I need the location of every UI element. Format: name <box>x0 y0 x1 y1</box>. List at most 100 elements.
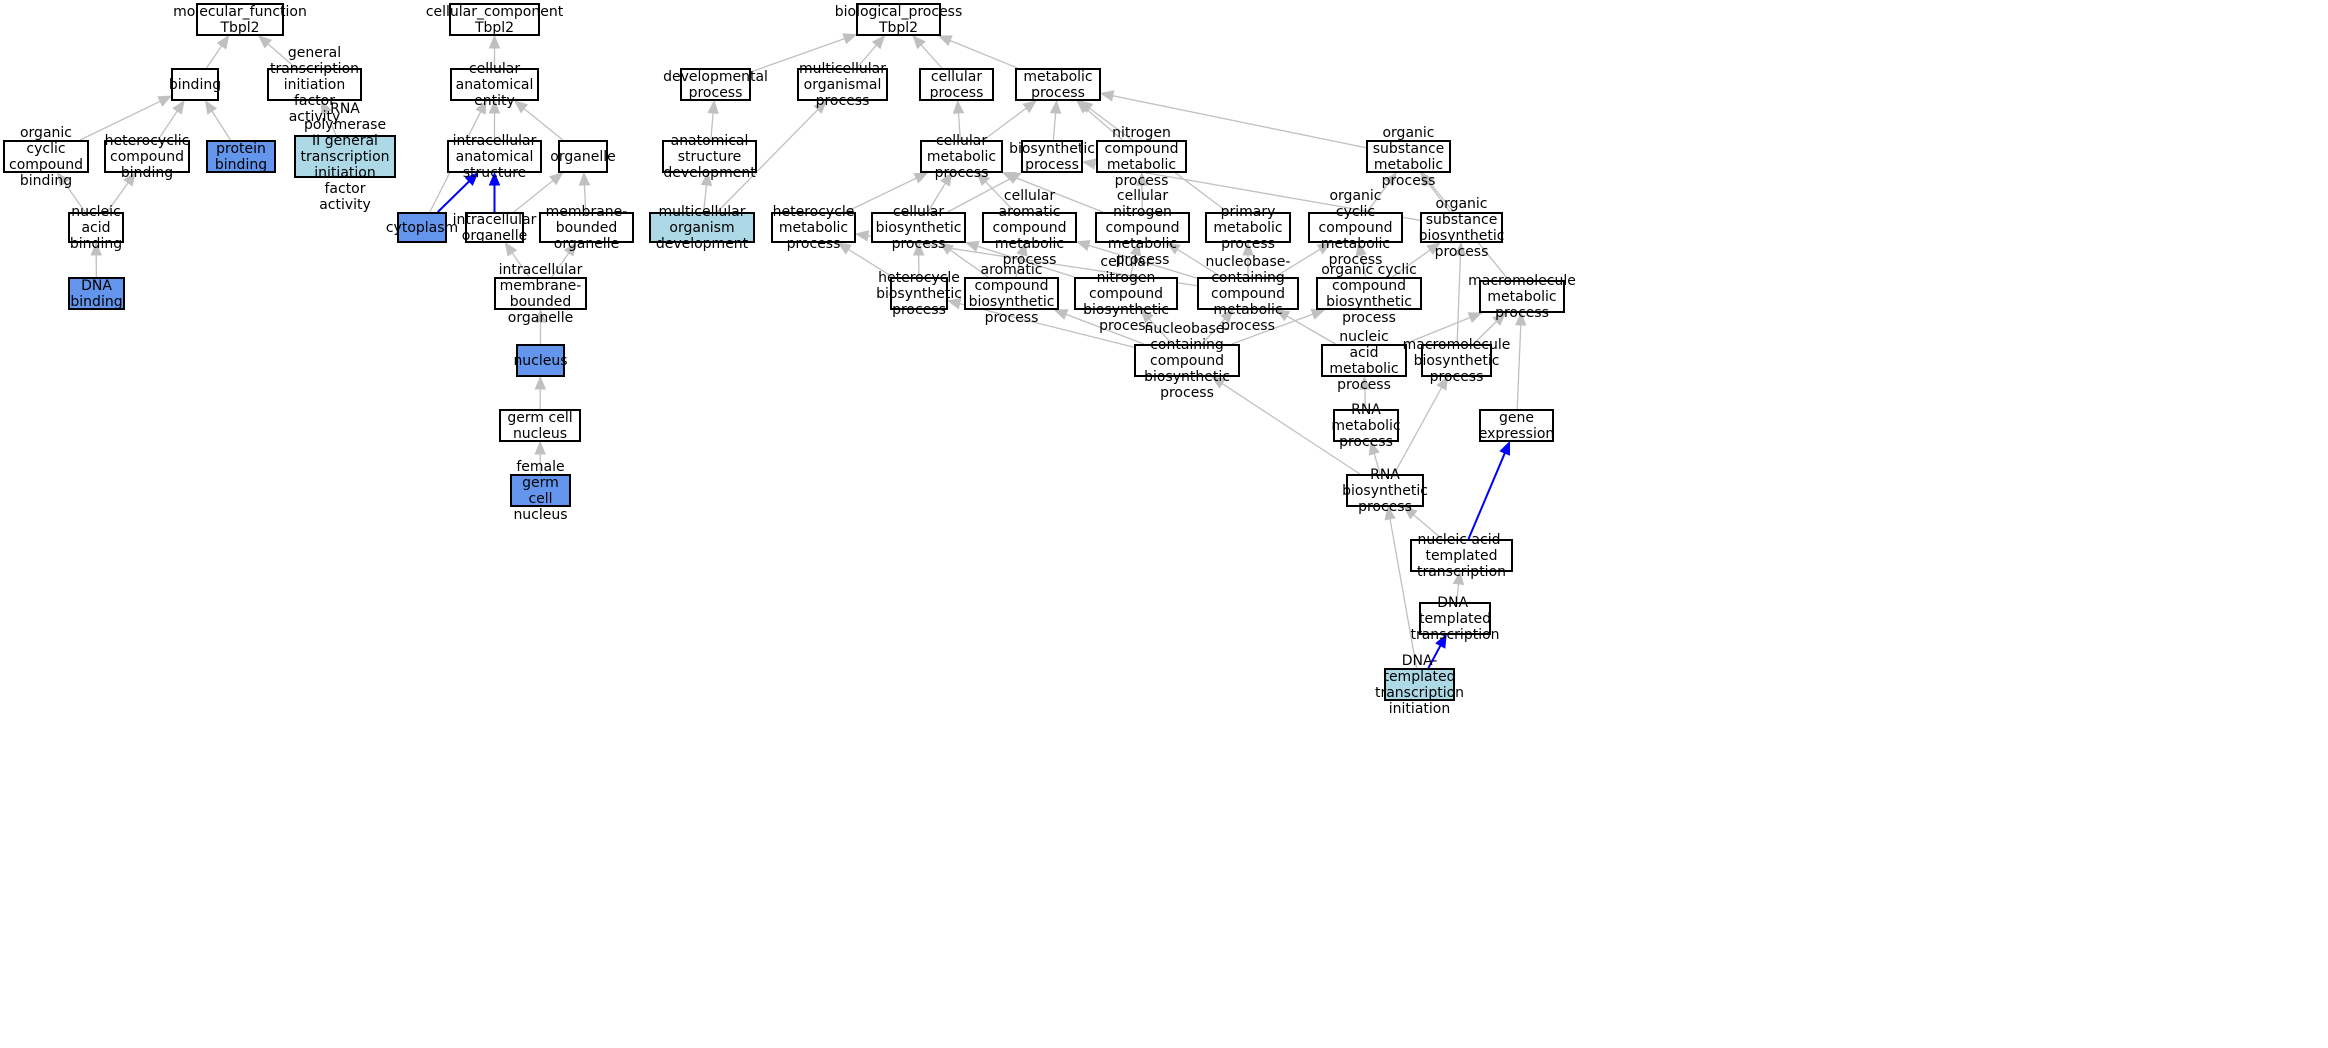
node-organic-cyclic-compound-biosynthetic-process[interactable]: organic cyclic compound biosynthetic pro… <box>1316 262 1422 326</box>
edge-line <box>959 303 1135 348</box>
edge-nucleic-acid-binding-to-heterocyclic-compound-binding <box>106 171 136 213</box>
edge-dna-templated-transcription-initiation-to-dna-templated-transcription <box>1427 633 1447 669</box>
edge-nucleobase-containing-compound-biosynthetic-process-to-aromatic-compound-biosynthetic-process <box>1053 309 1145 345</box>
edge-cytoplasm-to-intracellular-anatomical-structure <box>437 172 479 213</box>
node-organic-cyclic-compound-metabolic-process[interactable]: organic cyclic compound metabolic proces… <box>1308 188 1403 268</box>
edge-heterocycle-biosynthetic-process-to-heterocycle-metabolic-process <box>837 242 893 278</box>
node-intracellular-membrane-bounded-organelle[interactable]: intracellular membrane-bounded organelle <box>494 262 587 326</box>
edge-aromatic-compound-biosynthetic-process-to-cellular-aromatic-compound-metabolic-process <box>1015 241 1028 278</box>
edge-arrowhead <box>513 100 529 114</box>
edge-arrowhead <box>1049 99 1062 114</box>
edge-cellular-nitrogen-compound-metabolic-process-to-cellular-metabolic-process <box>1001 171 1104 213</box>
node-macromolecule-biosynthetic-process[interactable]: macromolecule biosynthetic process <box>1402 336 1511 385</box>
node-molecular-function[interactable]: molecular_function Tbpl2 <box>173 3 307 36</box>
edge-developmental-process-to-biological-process <box>750 33 858 73</box>
node-macromolecule-metabolic-process[interactable]: macromolecule metabolic process <box>1468 272 1576 321</box>
node-cellular-metabolic-process[interactable]: cellular metabolic process <box>920 133 1003 181</box>
node-heterocycle-metabolic-process[interactable]: heterocycle metabolic process <box>771 203 856 252</box>
node-metabolic-process[interactable]: metabolic process <box>1015 68 1101 101</box>
node-rna-polymerase-ii-gtif-activity[interactable]: RNA polymerase II general transcription … <box>294 101 396 213</box>
node-intracellular-organelle[interactable]: intracellular organelle <box>452 211 537 244</box>
node-nucleic-acid-templated-transcription[interactable]: nucleic acid-templated transcription <box>1410 532 1513 580</box>
edge-macromolecule-biosynthetic-process-to-organic-substance-biosynthetic-process <box>1454 241 1467 345</box>
edge-line <box>1404 316 1471 345</box>
node-multicellular-organismal-process[interactable]: multicellular organismal process <box>797 61 888 109</box>
node-dna-binding[interactable]: DNA binding <box>68 277 125 310</box>
node-cellular-component[interactable]: cellular_component Tbpl2 <box>425 3 564 36</box>
node-rna-biosynthetic-process[interactable]: RNA biosynthetic process <box>1342 466 1428 515</box>
node-nucleic-acid-binding[interactable]: nucleic acid binding <box>68 204 124 252</box>
node-general-transcription-initiation-factor-activity[interactable]: general transcription initiation factor … <box>267 45 362 125</box>
node-nucleus[interactable]: nucleus <box>513 344 568 377</box>
node-membrane-bounded-organelle[interactable]: membrane-bounded organelle <box>539 204 634 252</box>
node-aromatic-compound-biosynthetic-process[interactable]: aromatic compound biosynthetic process <box>964 262 1059 326</box>
edge-line <box>211 110 232 141</box>
edge-line <box>1360 254 1367 278</box>
node-biological-process[interactable]: biological_process Tbpl2 <box>834 3 963 36</box>
edge-line <box>157 110 178 141</box>
edge-rna-polymerase-ii-gtif-activity-to-general-transcription-initiation-factor-activity <box>320 99 337 136</box>
edge-cellular-metabolic-process-to-metabolic-process <box>983 100 1037 141</box>
edge-organic-cyclic-compound-biosynthetic-process-to-organic-substance-biosynthetic-process <box>1391 242 1441 278</box>
node-cellular-process[interactable]: cellular process <box>919 68 994 101</box>
edge-nucleus-to-intracellular-membrane-bounded-organelle <box>534 308 547 344</box>
edge-line <box>63 182 86 213</box>
edge-line <box>1085 108 1123 141</box>
node-cellular-aromatic-compound-metabolic-process[interactable]: cellular aromatic compound metabolic pro… <box>982 188 1077 268</box>
edge-multicellular-organismal-process-to-biological-process <box>856 35 886 69</box>
node-cellular-nitrogen-compound-biosynthetic-process[interactable]: cellular nitrogen compound biosynthetic … <box>1074 254 1178 334</box>
edge-arrowhead <box>1140 309 1154 324</box>
edge-arrowhead <box>912 35 926 50</box>
edge-multicellular-organism-development-to-anatomical-structure-development <box>700 171 713 213</box>
node-cellular-nitrogen-compound-metabolic-process[interactable]: cellular nitrogen compound metabolic pro… <box>1095 188 1190 268</box>
node-cellular-anatomical-entity[interactable]: cellular anatomical entity <box>450 61 539 109</box>
edge-line <box>1373 453 1381 475</box>
node-nitrogen-compound-metabolic-process[interactable]: nitrogen compound metabolic process <box>1096 125 1187 189</box>
node-organic-substance-biosynthetic-process[interactable]: organic substance biosynthetic process <box>1418 195 1505 260</box>
node-germ-cell-nucleus[interactable]: germ cell nucleus <box>499 409 581 442</box>
node-binding[interactable]: binding <box>169 68 221 101</box>
edge-cellular-biosynthetic-process-to-cellular-metabolic-process <box>927 171 953 213</box>
edge-arrowhead <box>1403 506 1418 520</box>
node-female-germ-cell-nucleus[interactable]: female germ cell nucleus <box>510 459 571 523</box>
node-organic-cyclic-compound-binding[interactable]: organic cyclic compound binding <box>3 125 89 189</box>
edge-nucleobase-containing-compound-biosynthetic-process-to-cellular-nitrogen-compound-biosynthetic-process <box>1140 309 1173 345</box>
edge-arrowhead <box>1075 239 1091 251</box>
edge-arrowhead <box>1242 241 1254 256</box>
node-gene-expression[interactable]: gene expression <box>1478 409 1555 442</box>
node-dna-templated-transcription[interactable]: DNA-templated transcription <box>1410 594 1500 643</box>
node-nucleobase-containing-compound-metabolic-process[interactable]: nucleobase-containing compound metabolic… <box>1197 254 1299 334</box>
edge-dna-binding-to-nucleic-acid-binding <box>90 241 102 278</box>
edge-arrowhead <box>320 99 332 115</box>
node-intracellular-anatomical-structure[interactable]: intracellular anatomical structure <box>447 133 542 181</box>
edge-line <box>856 44 877 69</box>
node-protein-binding[interactable]: protein binding <box>206 140 276 173</box>
node-organic-substance-metabolic-process[interactable]: organic substance metabolic process <box>1366 125 1451 189</box>
edge-nucleic-acid-templated-transcription-to-rna-biosynthetic-process <box>1403 506 1443 540</box>
node-cellular-biosynthetic-process[interactable]: cellular biosynthetic process <box>871 204 966 252</box>
node-cytoplasm[interactable]: cytoplasm <box>386 212 458 243</box>
node-biosynthetic-process[interactable]: biosynthetic process <box>1009 140 1095 173</box>
edge-organic-cyclic-compound-metabolic-process-to-organic-substance-metabolic-process <box>1366 171 1397 213</box>
node-multicellular-organism-development[interactable]: multicellular organism development <box>649 204 755 252</box>
node-organelle[interactable]: organelle <box>550 140 616 173</box>
edge-line <box>920 44 943 69</box>
edge-arrowhead <box>578 171 591 186</box>
node-primary-metabolic-process[interactable]: primary metabolic process <box>1205 204 1291 252</box>
edge-line <box>1364 388 1367 410</box>
edge-line <box>1094 163 1421 221</box>
edge-line <box>1391 249 1431 278</box>
edge-heterocycle-metabolic-process-to-cellular-metabolic-process <box>845 172 929 213</box>
node-rna-metabolic-process[interactable]: RNA metabolic process <box>1331 401 1401 450</box>
node-developmental-process[interactable]: developmental process <box>663 68 768 101</box>
edge-arrowhead <box>1368 440 1380 456</box>
node-nucleobase-containing-compound-biosynthetic-process[interactable]: nucleobase-containing compound biosynthe… <box>1134 321 1240 401</box>
edge-arrowhead <box>707 99 719 114</box>
edge-arrowhead <box>1081 158 1097 170</box>
node-dna-templated-transcription-initiation[interactable]: DNA-templated transcription initiation <box>1374 652 1465 717</box>
node-heterocyclic-compound-binding[interactable]: heterocyclic compound binding <box>104 132 190 181</box>
node-heterocycle-biosynthetic-process[interactable]: heterocycle biosynthetic process <box>876 269 962 318</box>
node-anatomical-structure-development[interactable]: anatomical structure development <box>662 132 757 181</box>
edge-arrowhead <box>1426 242 1441 255</box>
node-nucleic-acid-metabolic-process[interactable]: nucleic acid metabolic process <box>1321 329 1407 393</box>
